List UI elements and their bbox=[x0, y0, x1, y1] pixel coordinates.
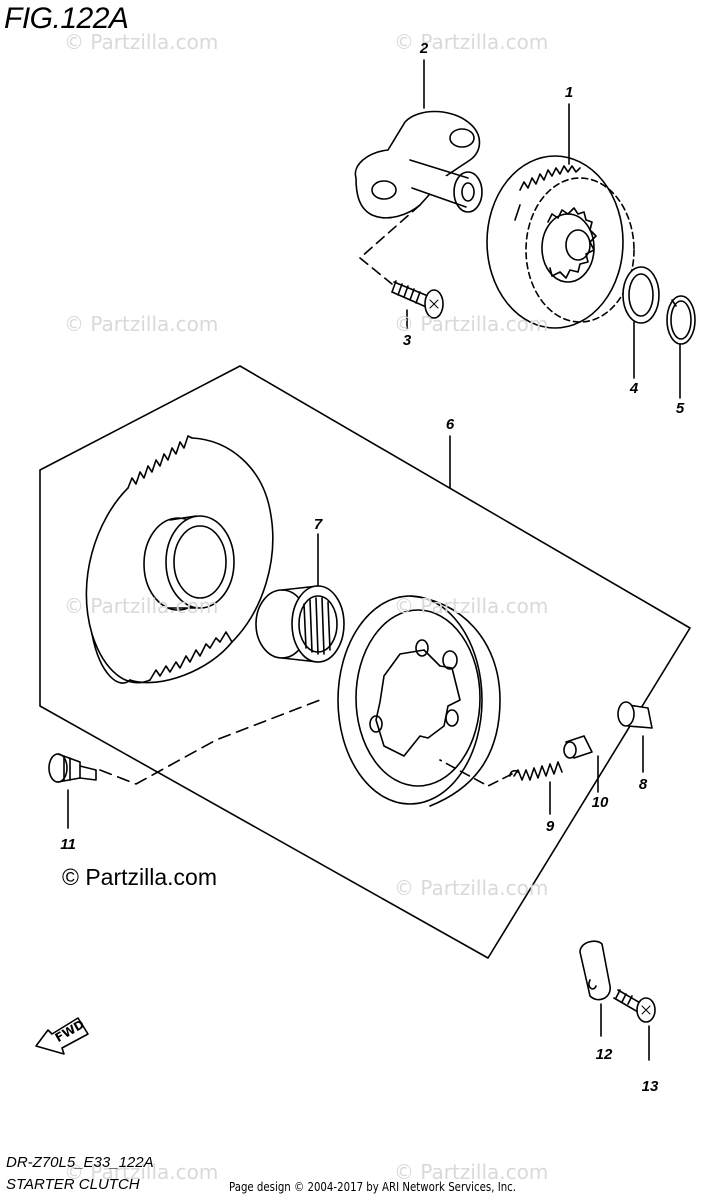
figure-title: FIG.122A bbox=[4, 2, 129, 35]
part-6-hub bbox=[143, 515, 235, 611]
part-12-plate bbox=[579, 940, 611, 1001]
section-name: STARTER CLUTCH bbox=[6, 1176, 140, 1193]
callout-number[interactable]: 3 bbox=[402, 332, 412, 349]
callout-number[interactable]: 10 bbox=[591, 794, 609, 811]
watermark: © Partzilla.com bbox=[64, 594, 219, 618]
callout-number[interactable]: 12 bbox=[595, 1046, 613, 1063]
callout-number[interactable]: 11 bbox=[60, 836, 76, 853]
callout-number[interactable]: 7 bbox=[313, 516, 323, 533]
watermark: © Partzilla.com bbox=[394, 594, 549, 618]
callout-number[interactable]: 2 bbox=[419, 40, 429, 57]
part-4-washer bbox=[622, 266, 660, 324]
page-credit: Page design © 2004-2017 by ARI Network S… bbox=[229, 1180, 517, 1194]
part-13-screw bbox=[613, 989, 656, 1023]
callout-number[interactable]: 6 bbox=[445, 416, 455, 433]
fwd-arrow bbox=[35, 1017, 89, 1055]
part-9-spring bbox=[509, 761, 563, 781]
watermark: © Partzilla.com bbox=[64, 1160, 219, 1184]
copyright-text: © Partzilla.com bbox=[62, 864, 217, 890]
callout-number[interactable]: 9 bbox=[545, 818, 555, 835]
part-1-gear bbox=[486, 155, 635, 329]
callout-number[interactable]: 4 bbox=[629, 380, 639, 397]
part-5-circlip bbox=[666, 295, 696, 345]
part-10-plunger bbox=[563, 735, 593, 759]
watermark: © Partzilla.com bbox=[64, 312, 219, 336]
part-3-screw bbox=[391, 280, 444, 319]
callout-number[interactable]: 1 bbox=[564, 84, 574, 101]
watermark: © Partzilla.com bbox=[394, 30, 549, 54]
watermark: © Partzilla.com bbox=[64, 30, 219, 54]
callout-number[interactable]: 13 bbox=[641, 1078, 659, 1095]
part-8-roller bbox=[617, 701, 653, 729]
model-code: DR-Z70L5_E33_122A bbox=[6, 1154, 154, 1171]
callout-number[interactable]: 8 bbox=[638, 776, 648, 793]
part-6-clutch-body bbox=[337, 595, 501, 807]
part-6-ring-gear bbox=[85, 435, 274, 684]
watermark: © Partzilla.com bbox=[394, 876, 549, 900]
part-11-bolt bbox=[48, 753, 97, 783]
part-2-shaft-bracket bbox=[354, 110, 483, 219]
watermark: © Partzilla.com bbox=[394, 1160, 549, 1184]
callout-number[interactable]: 5 bbox=[675, 400, 685, 417]
part-7-needle-bearing bbox=[255, 585, 345, 663]
watermark: © Partzilla.com bbox=[394, 312, 549, 336]
